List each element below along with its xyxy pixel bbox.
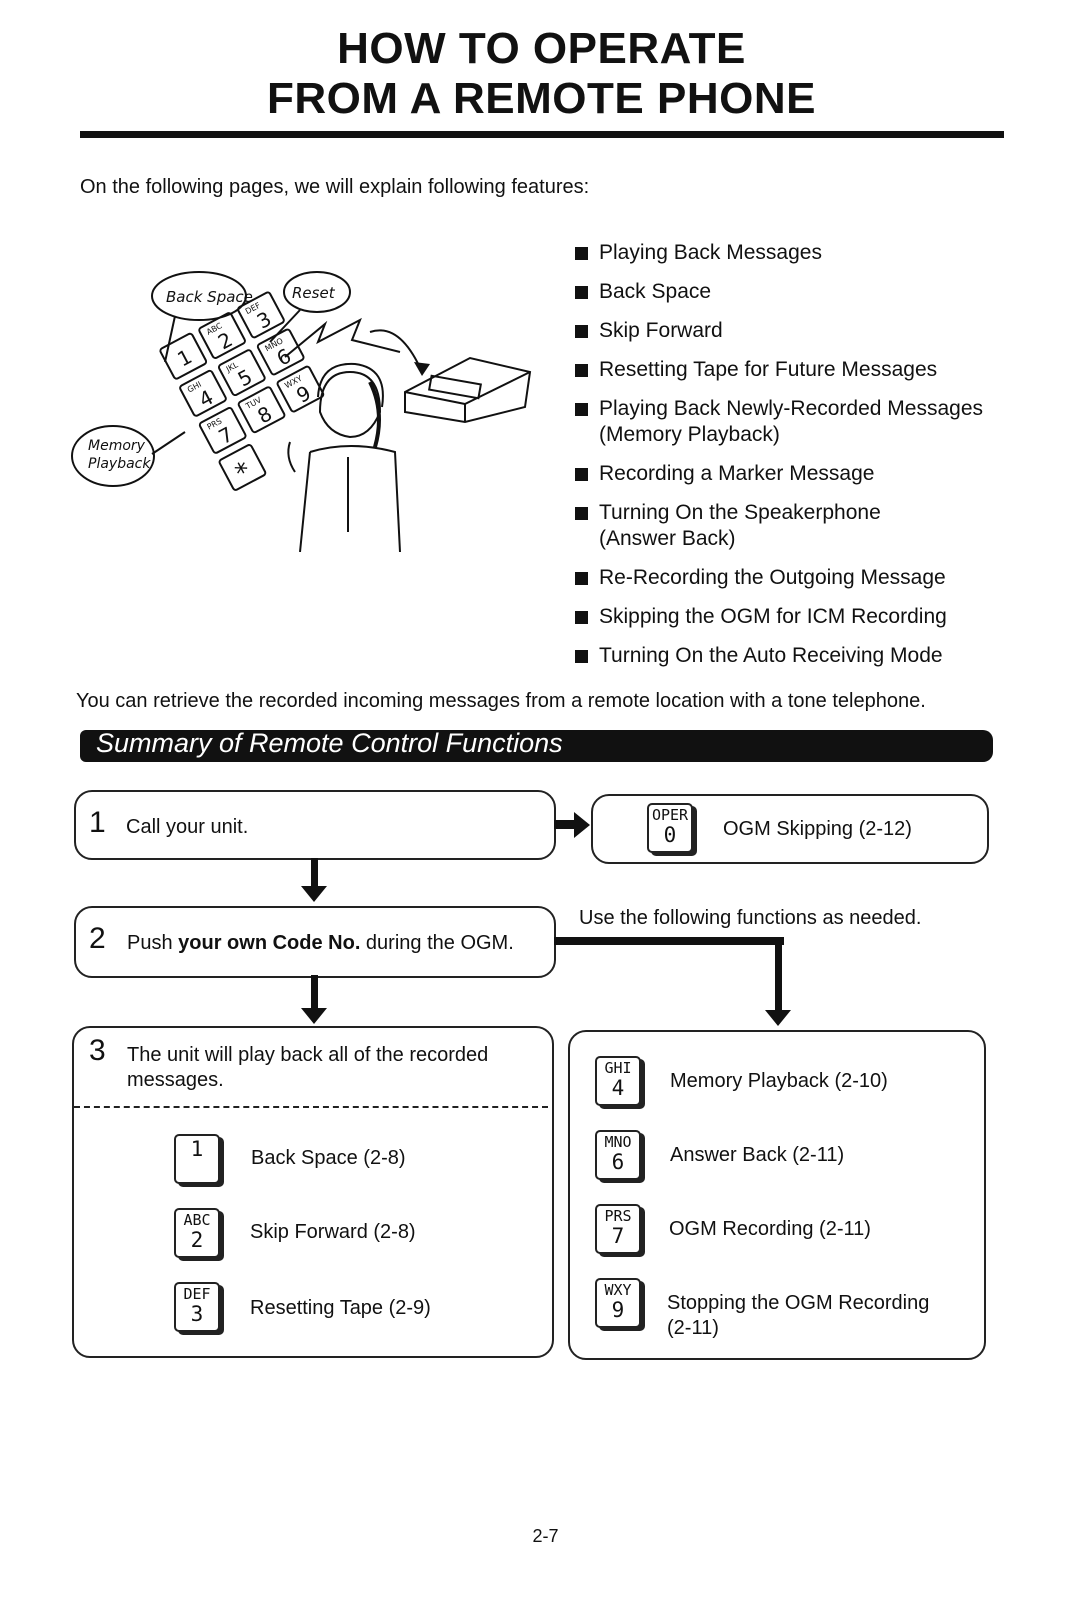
arrow-down-icon xyxy=(301,1008,327,1024)
svg-text:8: 8 xyxy=(253,401,276,428)
remote-phone-illustration: Back Space Reset Memory Playback 1 ABC2 … xyxy=(71,271,532,552)
svg-text:3: 3 xyxy=(253,306,276,333)
bracket-arrow-vertical xyxy=(775,937,782,1011)
memory-bubble-text: Memory xyxy=(88,438,146,454)
step-1-number: 1 xyxy=(89,806,106,839)
reset-bubble-text: Reset xyxy=(292,284,336,302)
retrieve-text: You can retrieve the recorded incoming m… xyxy=(76,690,926,712)
signal-zigzag xyxy=(284,317,401,358)
step-2-box xyxy=(74,906,556,978)
answer-back-label: Answer Back (2-11) xyxy=(670,1144,845,1166)
svg-text:1: 1 xyxy=(173,344,196,371)
step-3-box xyxy=(72,1026,554,1358)
arrow-right-shaft xyxy=(554,820,576,829)
answering-machine xyxy=(404,356,532,424)
reset-bubble xyxy=(283,271,351,313)
step-3-text: The unit will play back all of the recor… xyxy=(127,1044,489,1091)
svg-text:9: 9 xyxy=(292,381,315,408)
bracket-arrow-horizontal xyxy=(554,937,784,945)
arrow-right-icon xyxy=(574,812,590,838)
step-3-divider xyxy=(74,1106,548,1108)
bullet-icon xyxy=(575,611,588,624)
title-line-2: FROM A REMOTE PHONE xyxy=(267,74,816,123)
backspace-label: Back Space (2-8) xyxy=(251,1147,406,1169)
stopping-ogm-label: Stopping the OGM Recording (2-11) xyxy=(667,1292,930,1339)
bullet-icon xyxy=(575,650,588,663)
bullet-icon xyxy=(575,507,588,520)
backspace-bubble-text: Back Space xyxy=(166,288,253,306)
list-item: Turning On the Auto Receiving Mode xyxy=(573,643,983,669)
title-line-1: HOW TO OPERATE xyxy=(337,24,746,73)
intro-text: On the following pages, we will explain … xyxy=(80,176,590,198)
list-item: Re-Recording the Outgoing Message xyxy=(573,565,983,591)
key-4-icon: GHI 4 xyxy=(595,1056,641,1106)
bracket-arrow-icon xyxy=(765,1010,791,1026)
section-banner xyxy=(80,730,993,762)
key-1-icon: 1 xyxy=(174,1134,220,1184)
section-banner-title: Summary of Remote Control Functions xyxy=(96,728,563,758)
bullet-icon xyxy=(575,325,588,338)
ogm-skip-label: OGM Skipping (2-12) xyxy=(723,818,912,840)
feature-list: Playing Back Messages Back Space Skip Fo… xyxy=(573,240,983,682)
arrow-down-shaft xyxy=(311,975,318,1009)
key-9-icon: WXY 9 xyxy=(595,1278,641,1328)
list-item: Resetting Tape for Future Messages xyxy=(573,357,983,383)
skip-forward-label: Skip Forward (2-8) xyxy=(250,1221,416,1243)
title-rule xyxy=(80,131,1004,138)
key-6-icon: MNO 6 xyxy=(595,1130,641,1180)
bullet-icon xyxy=(575,572,588,585)
page-title: HOW TO OPERATE FROM A REMOTE PHONE xyxy=(0,24,1083,124)
key-3-icon: DEF 3 xyxy=(174,1282,220,1332)
step-3-number: 3 xyxy=(89,1034,106,1067)
svg-text:*: * xyxy=(231,456,257,489)
playback-bubble-text: Playback xyxy=(88,456,151,472)
bullet-icon xyxy=(575,364,588,377)
list-item: Back Space xyxy=(573,279,983,305)
svg-text:4: 4 xyxy=(195,385,218,412)
arrow-down-icon xyxy=(301,886,327,902)
key-2-icon: ABC 2 xyxy=(174,1208,220,1258)
bullet-icon xyxy=(575,286,588,299)
list-item: Skipping the OGM for ICM Recording xyxy=(573,604,983,630)
bullet-icon xyxy=(575,468,588,481)
list-item: Skip Forward xyxy=(573,318,983,344)
svg-text:5: 5 xyxy=(234,364,257,391)
key-0-icon: OPER 0 xyxy=(647,803,693,853)
arrow-down-shaft xyxy=(311,858,318,888)
svg-text:6: 6 xyxy=(273,344,296,371)
ogm-recording-label: OGM Recording (2-11) xyxy=(669,1218,871,1240)
bullet-icon xyxy=(575,247,588,260)
step-2-text: Push your own Code No. during the OGM. xyxy=(127,932,514,954)
list-item: Playing Back Messages xyxy=(573,240,983,266)
step-1-text: Call your unit. xyxy=(126,816,249,838)
list-item: Recording a Marker Message xyxy=(573,461,983,487)
list-item: Turning On the Speakerphone(Answer Back) xyxy=(573,500,983,552)
page-number: 2-7 xyxy=(532,1526,559,1546)
key-7-icon: PRS 7 xyxy=(595,1204,641,1254)
person xyxy=(287,362,401,552)
step-1-box xyxy=(74,790,556,860)
memory-playback-label: Memory Playback (2-10) xyxy=(670,1070,888,1092)
bullet-icon xyxy=(575,403,588,416)
svg-text:2: 2 xyxy=(214,327,237,354)
svg-text:7: 7 xyxy=(215,422,238,449)
backspace-bubble xyxy=(151,271,247,321)
resetting-tape-label: Resetting Tape (2-9) xyxy=(250,1297,431,1319)
use-following-text: Use the following functions as needed. xyxy=(579,907,922,929)
memory-playback-bubble xyxy=(71,425,155,487)
list-item: Playing Back Newly-Recorded Messages(Mem… xyxy=(573,396,983,448)
step-2-number: 2 xyxy=(89,922,106,955)
